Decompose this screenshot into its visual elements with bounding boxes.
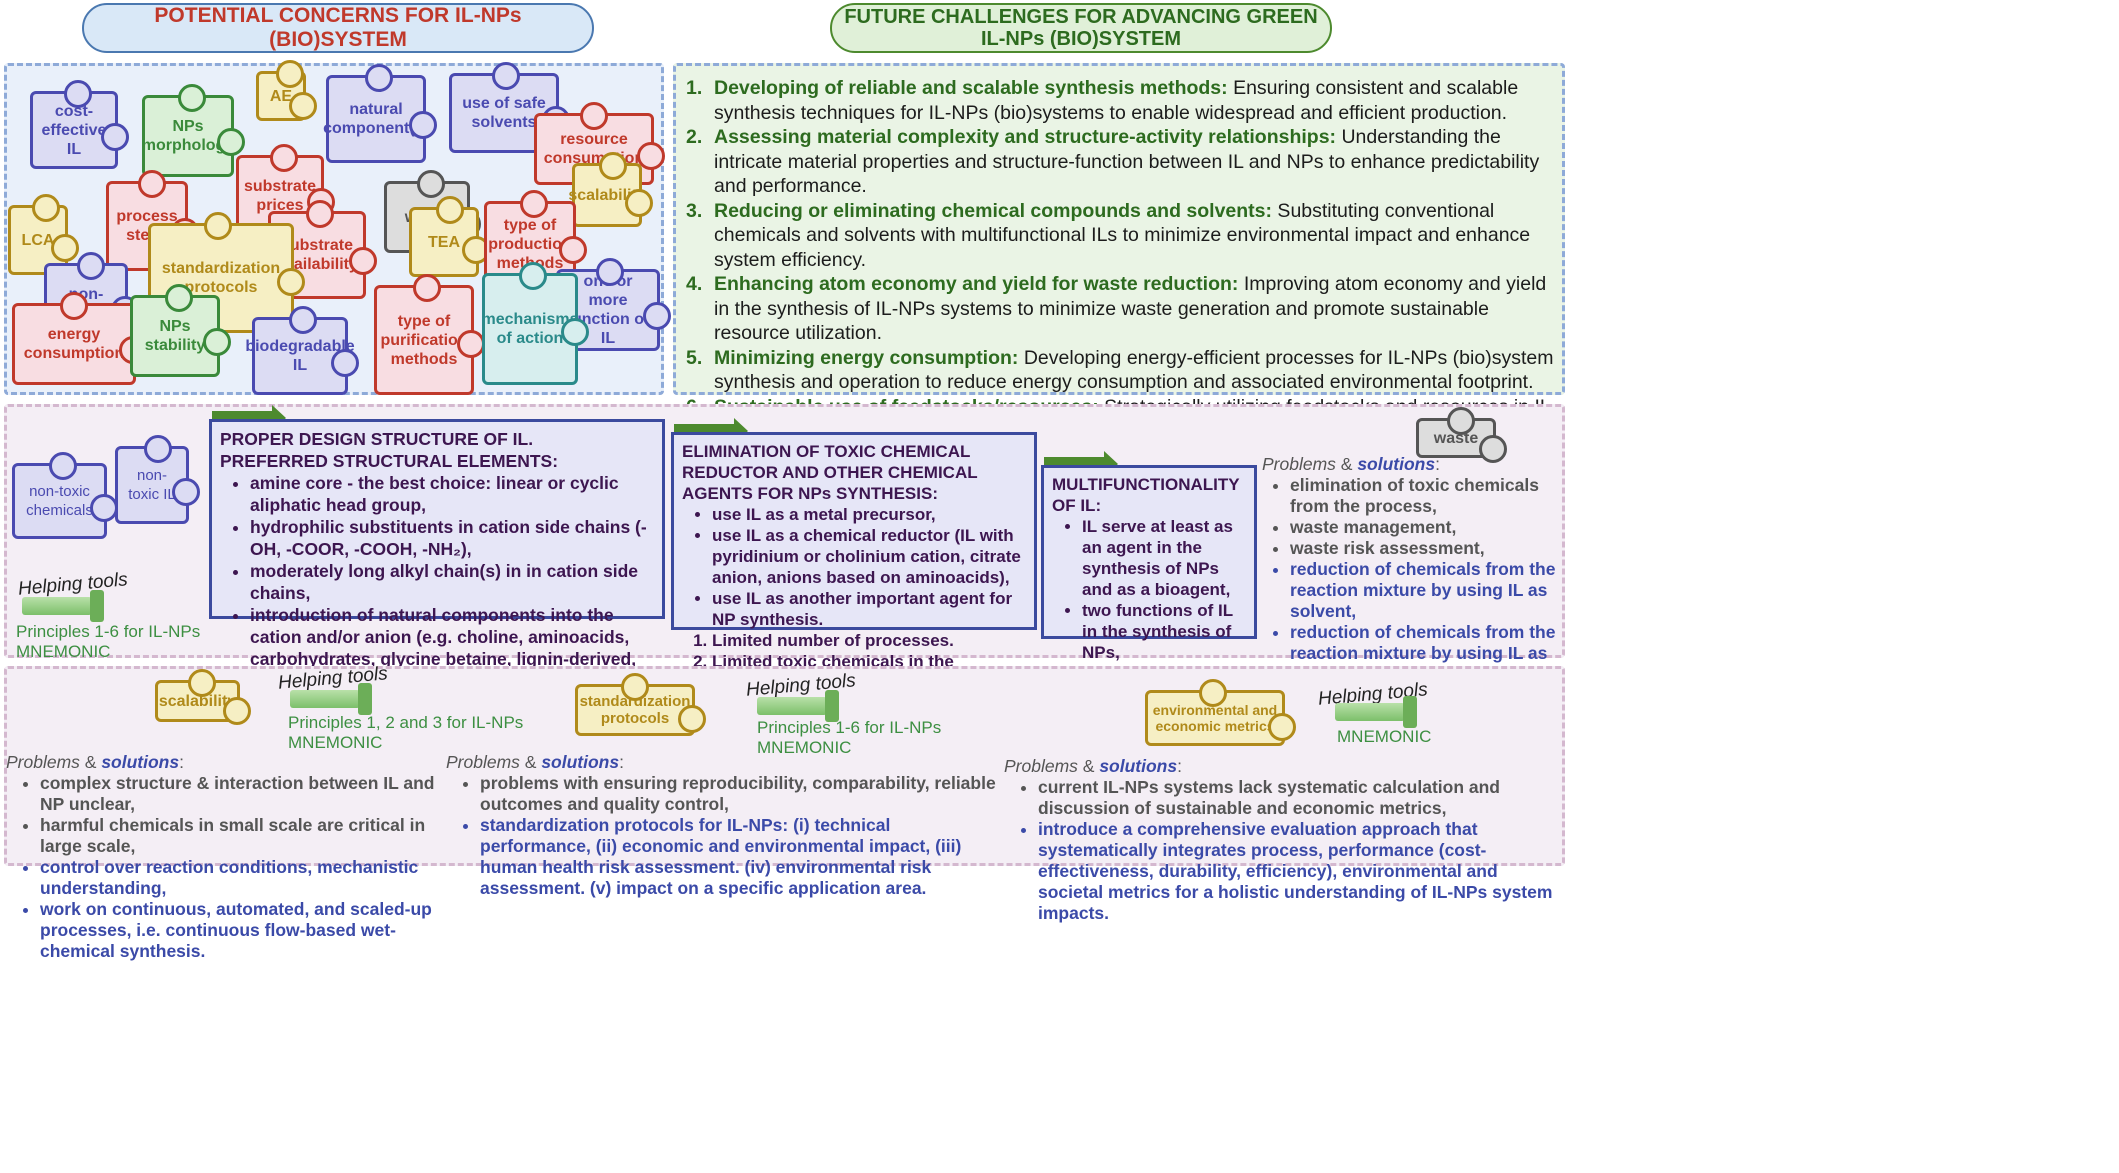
list-item: current IL-NPs systems lack systematic c… [1038, 777, 1560, 819]
piece-function-of-il: one or more function of IL [556, 258, 671, 351]
list-item: complex structure & interaction between … [40, 773, 446, 815]
wrench-bolt-icon-4 [1335, 696, 1417, 728]
list-item: hydrophilic substituents in cation side … [250, 516, 654, 560]
piece-non-toxic-chemicals: non-toxic chemicals [12, 452, 118, 539]
challenge-item: 4.Enhancing atom economy and yield for w… [686, 273, 1547, 344]
piece-energy-consumption: energy consumption [12, 292, 147, 385]
challenge-item: 2.Assessing material complexity and stru… [686, 126, 1540, 197]
piece-natural-components: natural component(s) [323, 64, 437, 163]
piece-environmental-metrics: environmental and economic metrics [1145, 679, 1296, 746]
list-item: use IL as a chemical reductor (IL with p… [712, 525, 1026, 588]
list-item: standardization protocols for IL-NPs: (i… [480, 815, 996, 899]
list-item: two functions of IL in the synthesis of … [1082, 600, 1246, 663]
challenges-title-line2: IL-NPs (BIO)SYSTEM [980, 28, 1181, 50]
list-item: waste management, [1290, 517, 1562, 538]
list-item: use IL as a metal precursor, [712, 504, 1026, 525]
design-structure-box: PROPER DESIGN STRUCTURE OF IL. PREFERRED… [209, 419, 665, 713]
environmental-problems-solutions: Problems & solutions: current IL-NPs sys… [1004, 756, 1560, 924]
list-item: work on continuous, automated, and scale… [40, 899, 446, 962]
design-title-2: PREFERRED STRUCTURAL ELEMENTS: [220, 451, 559, 471]
piece-waste-middle: waste [1416, 407, 1507, 463]
design-title-1: PROPER DESIGN STRUCTURE OF IL. [220, 429, 534, 449]
piece-non-toxic-il-middle: non-toxic IL [115, 435, 200, 524]
list-item: reduction of chemicals from the reaction… [1290, 559, 1562, 622]
list-item: use IL as another important agent for NP… [712, 588, 1026, 630]
piece-ae: AE [256, 60, 317, 121]
elimination-title: ELIMINATION OF TOXIC CHEMICAL REDUCTOR A… [682, 442, 978, 503]
piece-cost-effective-il: cost-effective IL [30, 80, 129, 169]
std-ps-heading: Problems & solutions: [446, 752, 624, 772]
piece-biodegradable-il: biodegradable IL [245, 306, 359, 395]
challenge-item: 1.Developing of reliable and scalable sy… [686, 77, 1519, 124]
challenges-title-pill: FUTURE CHALLENGES FOR ADVANCING GREEN IL… [830, 3, 1332, 53]
piece-purification-methods: type of purification methods [374, 274, 485, 395]
scalability-problems-solutions: Problems & solutions: complex structure … [6, 752, 446, 962]
challenges-title-line1: FUTURE CHALLENGES FOR ADVANCING GREEN [844, 6, 1318, 28]
scal-ps-heading: Problems & solutions: [6, 752, 184, 772]
piece-tea: TEA [409, 196, 490, 277]
elimination-box: ELIMINATION OF TOXIC CHEMICAL REDUCTOR A… [671, 432, 1037, 713]
wrench-bolt-icon-2 [290, 683, 372, 715]
mnemonic-text-4: MNEMONIC [1337, 727, 1432, 746]
challenge-item: 3.Reducing or eliminating chemical compo… [686, 199, 1531, 271]
list-item: waste risk assessment, [1290, 538, 1562, 559]
multifunctionality-title: MULTIFUNCTIONALITY OF IL: [1052, 475, 1240, 515]
list-item: Limited number of processes. [712, 630, 1026, 651]
environmental-list: current IL-NPs systems lack systematic c… [1004, 777, 1560, 924]
list-item: control over reaction conditions, mechan… [40, 857, 446, 899]
wrench-bolt-icon-1 [22, 590, 104, 622]
multifunctionality-box: MULTIFUNCTIONALITY OF IL: IL serve at le… [1041, 465, 1257, 725]
concerns-title: POTENTIAL CONCERNS FOR IL-NPs (BIO)SYSTE… [154, 4, 522, 51]
piece-standardization: standardization protocols [148, 212, 305, 333]
list-item: amine core - the best choice: linear or … [250, 472, 654, 516]
env-ps-heading: Problems & solutions: [1004, 756, 1182, 776]
piece-nps-stability: NPs stability [130, 284, 231, 377]
piece-nps-morphology: NPs morphology [142, 84, 245, 177]
piece-scalability-bottom: scalability [155, 669, 251, 726]
piece-mechanisms: mechanisms of action [482, 262, 589, 385]
challenges-panel [673, 63, 1565, 395]
wrench-bolt-icon-3 [757, 690, 839, 722]
list-item: IL serve at least as an agent in the syn… [1082, 516, 1246, 600]
piece-standardization-bottom: standardization protocols [575, 673, 706, 736]
standardization-problems-solutions: Problems & solutions: problems with ensu… [446, 752, 996, 899]
challenge-item: 5.Minimizing energy consumption: Develop… [686, 346, 1554, 394]
list-item: elimination of toxic chemicals from the … [1290, 475, 1562, 517]
list-item: introduction of natural components into … [250, 604, 654, 692]
concerns-title-pill: POTENTIAL CONCERNS FOR IL-NPs (BIO)SYSTE… [82, 3, 594, 53]
waste-ps-heading: Problems & solutions: [1262, 454, 1440, 474]
list-item: introduce a comprehensive evaluation app… [1038, 819, 1560, 924]
list-item: problems with ensuring reproducibility, … [480, 773, 996, 815]
list-item: harmful chemicals in small scale are cri… [40, 815, 446, 857]
piece-lca: LCA [8, 194, 79, 275]
elimination-bullets: use IL as a metal precursor,use IL as a … [682, 504, 1026, 630]
piece-scalability: scalability [568, 152, 653, 227]
list-item: moderately long alkyl chain(s) in in cat… [250, 560, 654, 604]
scalability-list: complex structure & interaction between … [6, 773, 446, 962]
standardization-list: problems with ensuring reproducibility, … [446, 773, 996, 899]
